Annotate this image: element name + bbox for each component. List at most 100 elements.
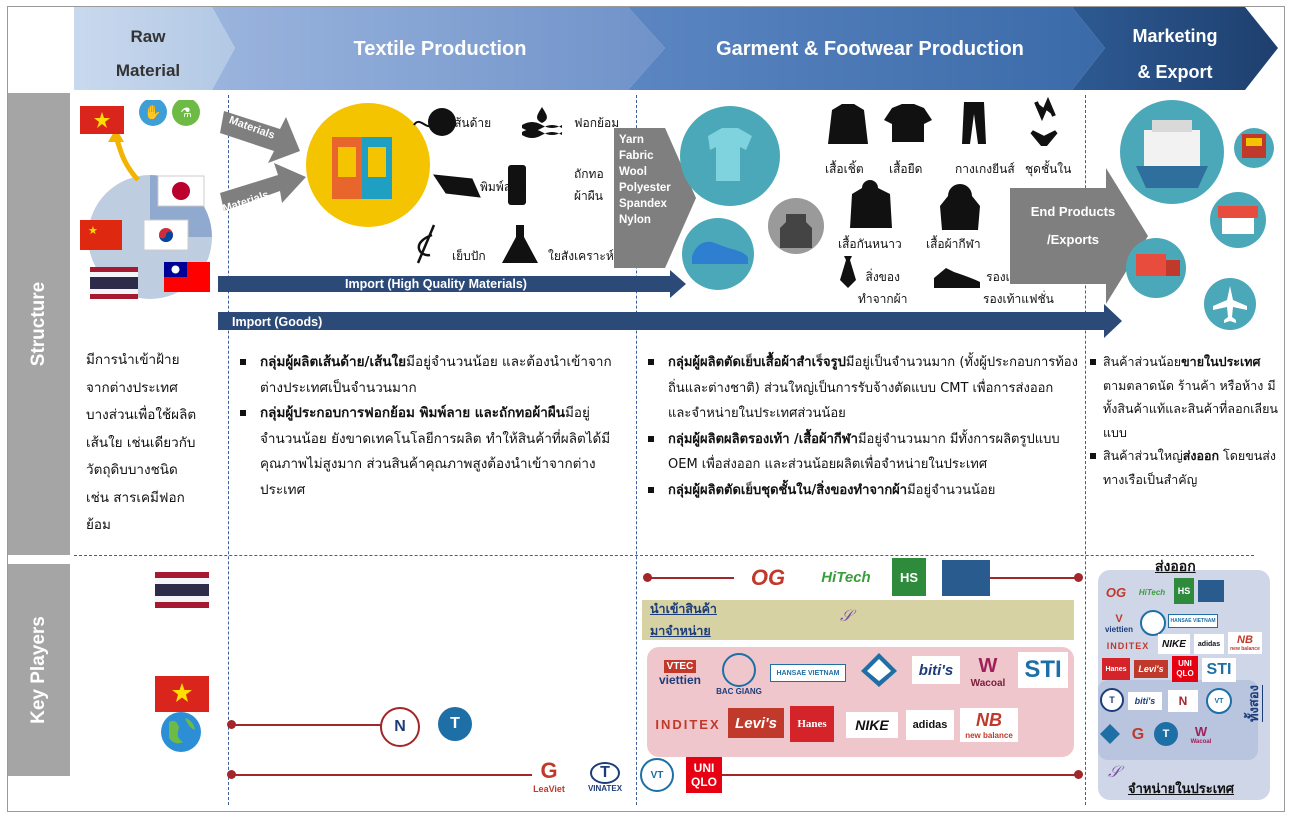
logo-signature-import: 𝒮 <box>840 606 853 625</box>
import-box-label-2: มาจำหน่าย <box>650 623 711 638</box>
label-weaving-2: ผ้าผืน <box>574 189 604 203</box>
jeans-icon <box>962 102 986 144</box>
side-structure-text: Structure <box>28 281 49 367</box>
svg-text:⚗: ⚗ <box>180 106 192 121</box>
logo-wacoal-small-text: Wacoal <box>1190 738 1212 745</box>
marketing-desc-1-bold: ขายในประเทศ <box>1181 354 1261 369</box>
flag-thailand-small-icon <box>155 572 209 608</box>
logo-viettien-small-text: viettien <box>1104 624 1133 634</box>
marketing-desc-2-bold: ส่งออก <box>1182 448 1220 463</box>
logo-inditex: INDITEX <box>655 716 721 732</box>
import-box-label-1: นำเข้าสินค้า <box>650 601 717 616</box>
chevron-garment <box>628 7 1105 90</box>
header-raw-material: Raw Material <box>74 20 222 88</box>
both-label: ทั้งสอง <box>1247 685 1262 723</box>
import-high-arrow <box>218 270 686 298</box>
textile-desc-2-bold: กลุ่มผู้ประกอบการฟอกย้อม พิมพ์ลาย และถัก… <box>260 405 566 421</box>
logo-signature-domestic: 𝒮 <box>1108 762 1121 781</box>
label-textile-goods-2: ทำจากผ้า <box>858 292 908 306</box>
garment-desc-1-rest: มีอยู่เป็นจำนวนมาก (ทั้งผู้ประกอบการท้อง… <box>668 355 1078 421</box>
textile-desc-item: กลุ่มผู้ผลิตเส้นด้าย/เส้นใยมีอยู่จำนวนน้… <box>240 350 628 401</box>
header-garment: Garment & Footwear Production <box>716 38 1024 60</box>
coat-icon <box>850 180 892 228</box>
chevron-textile <box>212 7 665 90</box>
logo-hansae-small: HANSAE VIETNAM <box>1168 614 1218 628</box>
logo-inditex-small: INDITEX <box>1106 641 1150 651</box>
logo-hanes: Hanes <box>790 706 834 742</box>
label-textile-goods: สิ่งของทำจากผ้า <box>858 266 907 310</box>
logo-bac-giang: BAC GIANG <box>714 652 764 696</box>
dress-shirt-icon <box>828 104 868 144</box>
raw-description: มีการนำเข้าฝ้าย จากต่างประเทศ บางส่วนเพื… <box>86 347 226 540</box>
yellow-curved-arrow-icon <box>113 136 140 182</box>
end-products-line2: /Exports <box>1046 232 1099 247</box>
label-underwear: ชุดชั้นใน <box>1025 162 1072 176</box>
flag-taiwan-icon <box>164 262 210 292</box>
textile-desc-item: กลุ่มผู้ประกอบการฟอกย้อม พิมพ์ลาย และถัก… <box>240 401 628 503</box>
chevron-marketing <box>1072 7 1278 90</box>
label-shirt: เสื้อเชิ้ต <box>825 162 864 176</box>
marketing-description: สินค้าส่วนน้อยขายในประเทศ ตามตลาดนัด ร้า… <box>1090 350 1280 491</box>
garment-desc-3-rest: มีอยู่จำนวนน้อย <box>907 482 996 498</box>
garment-desc-item: กลุ่มผู้ผลิตตัดเย็บชุดชั้นใน/สิ่งของทำจา… <box>648 478 1080 504</box>
flag-china-icon <box>80 220 122 250</box>
label-embroidery: เย็บปัก <box>452 249 486 263</box>
textile-desc-1-rest: มีอยู่จำนวนน้อย และต้องนำเข้าจากต่างประเ… <box>260 354 612 396</box>
import-goods-arrow <box>218 304 1122 338</box>
raw-desc-line: ย้อม <box>86 517 111 533</box>
logo-bitis-small: biti's <box>1128 692 1162 710</box>
line-textile-global-2 <box>720 774 1080 776</box>
marketing-graphics <box>1120 100 1274 330</box>
label-sportswear: เสื้อผ้ากีฬา <box>926 237 981 251</box>
dyeing-icon <box>522 107 562 138</box>
logo-levis: Levi's <box>728 708 784 738</box>
side-label-structure: Structure <box>8 93 70 555</box>
logo-viet-thang-small: VT <box>1206 688 1232 714</box>
logo-hanes-small: Hanes <box>1102 658 1130 680</box>
logo-nha-be-small: N <box>1168 690 1198 712</box>
logo-bitis: biti's <box>912 656 960 684</box>
marketing-desc-1-pre: สินค้าส่วนน้อย <box>1103 354 1182 369</box>
raw-graphics: ✋ ⚗ ★ <box>80 100 212 299</box>
glove-icon <box>139 100 167 126</box>
printing-icon <box>432 174 481 198</box>
materials-arrow-2 <box>220 163 306 211</box>
raw-desc-line: จากต่างประเทศ <box>86 379 178 396</box>
marketing-desc-item: สินค้าส่วนน้อยขายในประเทศ ตามตลาดนัด ร้า… <box>1090 350 1280 444</box>
logo-hs: HS <box>892 558 926 596</box>
dot-garment-th-start <box>643 573 652 582</box>
garment-desc-item: กลุ่มผู้ผลิตผลิตรองเท้า /เสื้อผ้ากีฬามีอ… <box>648 427 1080 478</box>
fabric-item-yarn: Yarn <box>619 134 644 146</box>
header-marketing: Marketing & Export <box>1100 18 1250 90</box>
synthetic-flask-icon <box>502 225 538 263</box>
line-textile-vn-1 <box>232 724 382 726</box>
divider-structure-keyplayers <box>74 555 1254 556</box>
label-printing: พิมพ์ลาย <box>480 180 525 194</box>
export-title: ส่งออก <box>1155 559 1196 575</box>
label-textile-goods-1: สิ่งของ <box>865 270 900 284</box>
needle-icon <box>416 224 436 264</box>
logo-thanh-cong-small: T <box>1154 722 1178 746</box>
logo-viet-thang: VT <box>640 758 674 792</box>
logo-vinatex-small: T <box>1100 688 1124 712</box>
label-dyeing: ฟอกย้อม <box>574 116 620 130</box>
svg-text:✋: ✋ <box>144 104 161 121</box>
label-weaving: ถักทอผ้าผืน <box>574 163 604 207</box>
logo-tng-small <box>1098 722 1122 746</box>
logo-adidas: adidas <box>906 710 954 740</box>
logo-new-balance-text: new balance <box>965 731 1013 740</box>
logo-hitech-small: HiTech <box>1138 587 1166 597</box>
logo-uniqlo-small-1: UNI <box>1178 659 1192 668</box>
garment-desc-3-bold: กลุ่มผู้ผลิตตัดเย็บชุดชั้นใน/สิ่งของทำจา… <box>668 482 908 498</box>
header-chevrons <box>74 7 1278 90</box>
logo-nike-small: NIKE <box>1158 634 1190 654</box>
marketing-desc-2-rest: โดยขนส่งทางเรือเป็นสำคัญ <box>1103 448 1277 487</box>
sneaker-icon <box>934 268 980 288</box>
label-tshirt: เสื้อยืด <box>889 162 923 176</box>
logo-bac-giang-small <box>1140 610 1166 636</box>
